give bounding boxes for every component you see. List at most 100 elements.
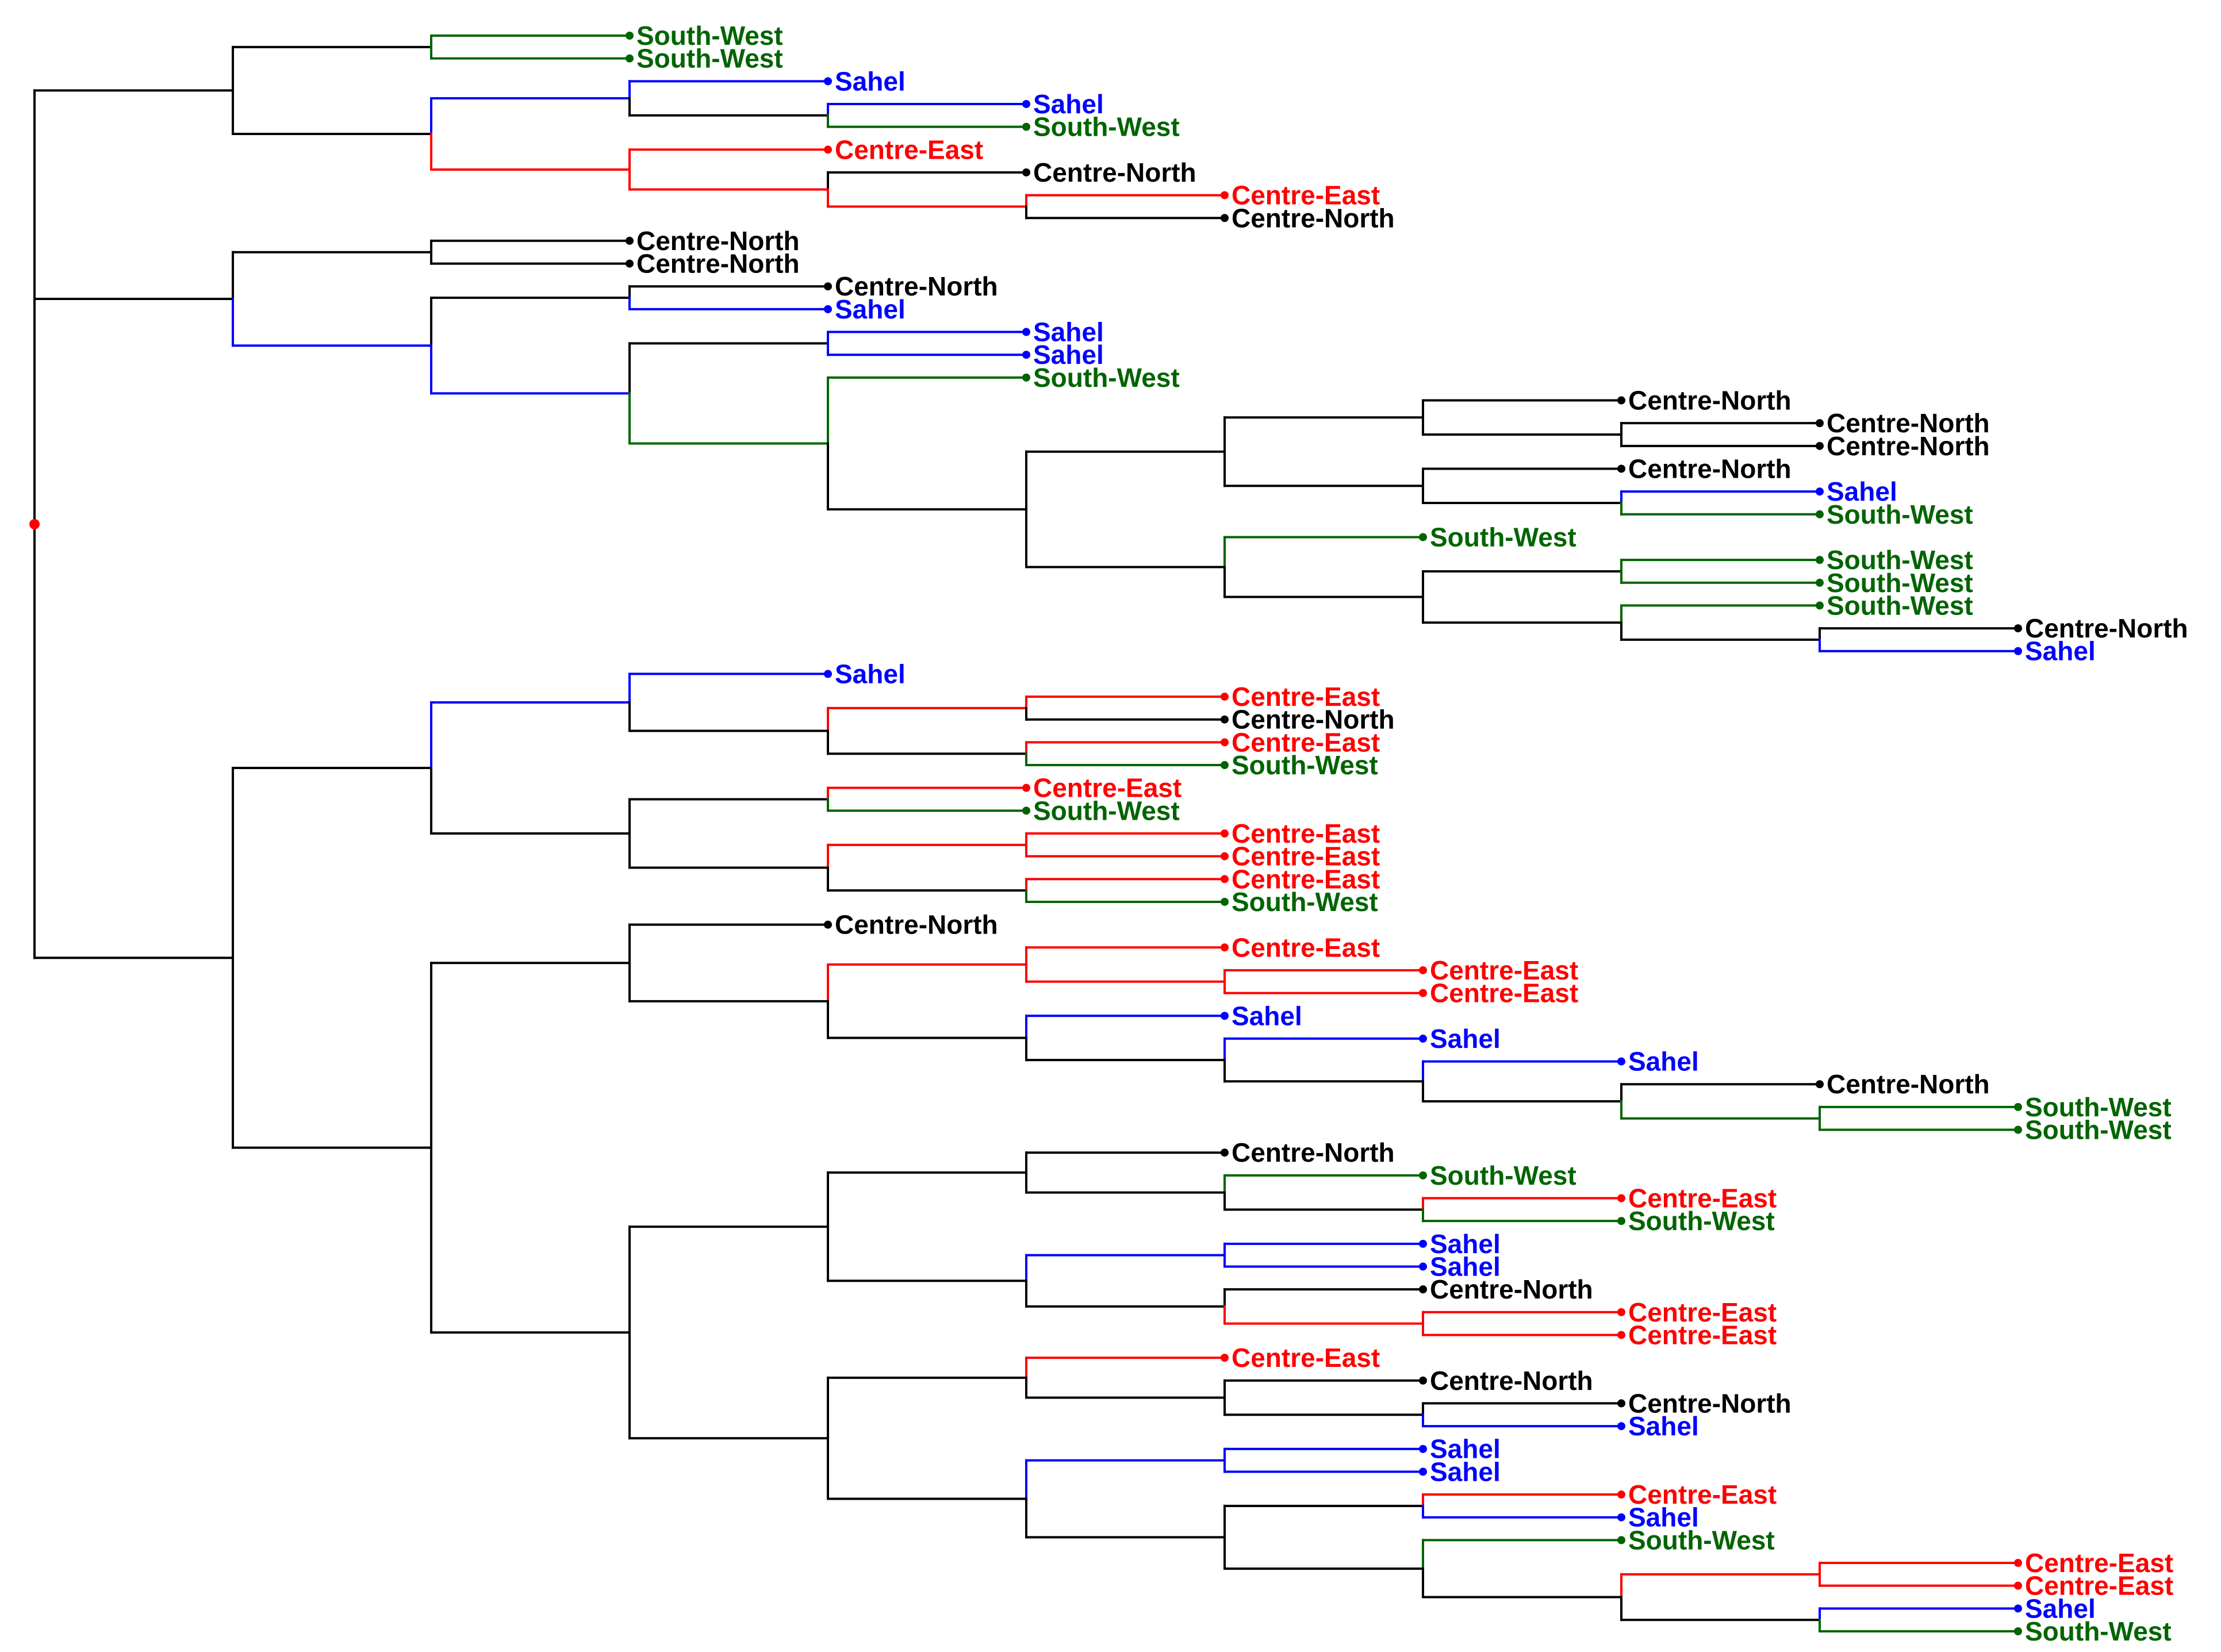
tip-label: Centre-North: [835, 271, 998, 301]
tip-label: Sahel: [1430, 1434, 1501, 1464]
tip-node: [1617, 1217, 1625, 1225]
tip-label: South-West: [1033, 112, 1180, 142]
tip-label: Centre-East: [835, 135, 983, 164]
tip-node: [1816, 487, 1824, 496]
tip-label: Sahel: [2025, 1593, 2096, 1623]
tip-label: Sahel: [1628, 1411, 1699, 1441]
tip-label: Centre-East: [1430, 955, 1578, 985]
tip-node: [1419, 1171, 1427, 1180]
tip-node: [1617, 1057, 1625, 1066]
tip-node: [2014, 1102, 2022, 1111]
tip-label: Centre-North: [636, 226, 800, 256]
tip-label: Centre-North: [1430, 1366, 1593, 1396]
tip-node: [1816, 510, 1824, 518]
tip-node: [1419, 533, 1427, 541]
tip-node: [1816, 601, 1824, 610]
tip-node: [1022, 351, 1030, 359]
tip-label: Centre-North: [1033, 157, 1196, 187]
tip-label: Centre-East: [1232, 1343, 1380, 1373]
tip-label: Centre-East: [1232, 864, 1380, 894]
tip-label: Centre-North: [1827, 1069, 1990, 1099]
tip-node: [2014, 624, 2022, 633]
tip-label: Centre-East: [2025, 1548, 2173, 1578]
tip-node: [1419, 1376, 1427, 1385]
tip-node: [824, 305, 832, 313]
tip-node: [1419, 966, 1427, 974]
tip-node: [1617, 1331, 1625, 1339]
tip-node: [1022, 783, 1030, 792]
tip-label: Sahel: [835, 66, 906, 96]
tip-node: [1617, 1422, 1625, 1431]
tip-node: [1816, 556, 1824, 564]
tip-label: Centre-North: [1628, 386, 1792, 416]
tip-node: [1221, 693, 1229, 701]
tip-node: [1419, 1262, 1427, 1271]
tip-label: South-West: [2025, 1616, 2172, 1646]
tip-label: Centre-East: [1232, 842, 1380, 871]
tip-node: [1617, 1399, 1625, 1408]
tip-node: [1419, 1285, 1427, 1294]
tip-label: South-West: [1827, 568, 1973, 598]
tip-label: Sahel: [1232, 1001, 1302, 1031]
tip-node: [1617, 464, 1625, 473]
tip-label: Centre-North: [835, 910, 998, 940]
tip-label: Centre-East: [1033, 773, 1182, 803]
tip-node: [1022, 373, 1030, 382]
tip-node: [1221, 875, 1229, 883]
tip-label: Sahel: [1430, 1457, 1501, 1486]
tip-label: Centre-East: [1232, 682, 1380, 712]
tip-node: [2014, 1125, 2022, 1134]
tip-node: [1419, 1444, 1427, 1453]
tip-node: [1221, 1148, 1229, 1157]
tip-label: Sahel: [1430, 1251, 1501, 1281]
tip-node: [2014, 1581, 2022, 1590]
tip-node: [2014, 1559, 2022, 1568]
tip-label: South-West: [1430, 522, 1576, 552]
tip-node: [2014, 1604, 2022, 1613]
tip-node: [1022, 122, 1030, 131]
tip-label: South-West: [1628, 1525, 1775, 1555]
tip-label: Centre-East: [2025, 1571, 2173, 1601]
tip-label: South-West: [2025, 1115, 2172, 1145]
tip-node: [1419, 989, 1427, 997]
tip-node: [1419, 1239, 1427, 1248]
tip-label: South-West: [1827, 545, 1973, 575]
tip-label: Centre-North: [1827, 431, 1990, 461]
tip-label: Centre-East: [1628, 1184, 1777, 1213]
tip-label: South-West: [1430, 1161, 1576, 1190]
tip-node: [1221, 943, 1229, 952]
tip-label: Centre-East: [1628, 1480, 1777, 1509]
tip-label: Centre-East: [1232, 819, 1380, 848]
tip-node: [824, 920, 832, 929]
tip-node: [1419, 1467, 1427, 1476]
tip-label: Sahel: [1430, 1024, 1501, 1054]
tip-label: South-West: [1232, 887, 1378, 917]
tip-label: Sahel: [1033, 340, 1104, 370]
tip-label: Centre-East: [1430, 978, 1578, 1008]
tip-node: [1221, 852, 1229, 860]
tip-node: [1816, 441, 1824, 450]
tip-node: [1221, 191, 1229, 199]
tip-label: Sahel: [1033, 89, 1104, 119]
tip-node: [1816, 578, 1824, 587]
tip-node: [824, 77, 832, 86]
tip-node: [1221, 761, 1229, 770]
tip-labels: South-WestSouth-WestSahelSahelSouth-West…: [626, 21, 2188, 1646]
tip-label: Centre-East: [1232, 180, 1380, 210]
tip-label: Centre-North: [1232, 705, 1395, 735]
tip-label: Centre-North: [1232, 203, 1395, 233]
tip-label: South-West: [636, 21, 783, 51]
tip-label: Centre-East: [1628, 1297, 1777, 1327]
tip-node: [824, 670, 832, 678]
tip-node: [1419, 1034, 1427, 1043]
root-marker: [29, 518, 40, 529]
tip-label: South-West: [1827, 590, 1973, 620]
tip-label: Sahel: [835, 659, 906, 689]
tip-label: Centre-North: [1628, 454, 1792, 483]
tip-node: [1221, 1012, 1229, 1020]
tip-label: Sahel: [835, 294, 906, 324]
tip-label: Centre-East: [1628, 1320, 1777, 1350]
tip-node: [1617, 396, 1625, 405]
tip-label: South-West: [1033, 796, 1180, 825]
